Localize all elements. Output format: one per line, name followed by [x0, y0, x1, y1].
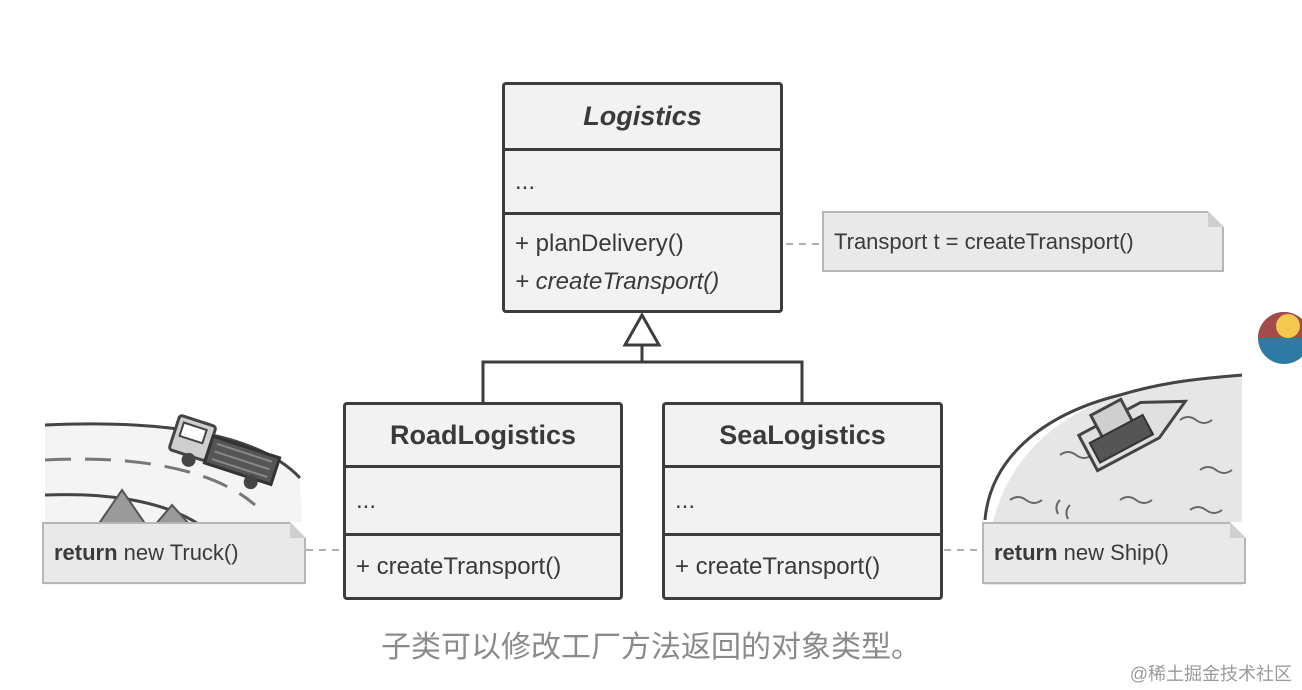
class-sea-logistics-methods: + createTransport(): [665, 533, 940, 597]
class-sea-logistics-name: SeaLogistics: [719, 419, 886, 450]
class-road-logistics-methods: + createTransport(): [346, 533, 620, 597]
class-logistics: Logistics ... + planDelivery() + createT…: [502, 82, 783, 313]
note-ship-keyword: return: [994, 540, 1058, 565]
method-plan-delivery: + planDelivery(): [515, 229, 684, 257]
class-logistics-name: Logistics: [583, 101, 702, 131]
fields-text: ...: [356, 486, 377, 514]
class-sea-logistics: SeaLogistics ... + createTransport(): [662, 402, 943, 600]
note-transport-text: Transport t = createTransport(): [834, 228, 1134, 254]
inheritance-arrow-icon: [622, 311, 662, 347]
class-road-logistics: RoadLogistics ... + createTransport(): [343, 402, 623, 600]
note-fold-icon: [290, 522, 306, 538]
figure-caption: 子类可以修改工厂方法返回的对象类型。: [381, 631, 921, 664]
class-road-logistics-name: RoadLogistics: [389, 419, 577, 450]
fields-text: ...: [515, 167, 536, 195]
class-road-logistics-fields: ...: [346, 465, 620, 533]
note-truck-text: new Truck(): [117, 540, 239, 565]
method-create-transport-abstract: + createTransport(): [515, 267, 720, 295]
class-logistics-methods: + planDelivery() + createTransport(): [505, 212, 780, 310]
class-sea-logistics-fields: ...: [665, 465, 940, 533]
fields-text: ...: [675, 486, 696, 514]
note-ship: return new Ship(): [982, 522, 1246, 584]
method-create-transport: + createTransport(): [356, 552, 562, 580]
note-ship-text: new Ship(): [1057, 540, 1169, 565]
watermark: @稀土掘金技术社区: [1129, 664, 1292, 684]
note-transport: Transport t = createTransport(): [822, 211, 1224, 272]
note-fold-icon: [1230, 522, 1246, 538]
note-truck-keyword: return: [54, 540, 118, 565]
note-fold-icon: [1208, 211, 1224, 227]
method-create-transport: + createTransport(): [675, 552, 881, 580]
note-truck: return new Truck(): [42, 522, 306, 584]
avatar-icon: [1258, 312, 1302, 364]
class-logistics-fields: ...: [505, 148, 780, 212]
